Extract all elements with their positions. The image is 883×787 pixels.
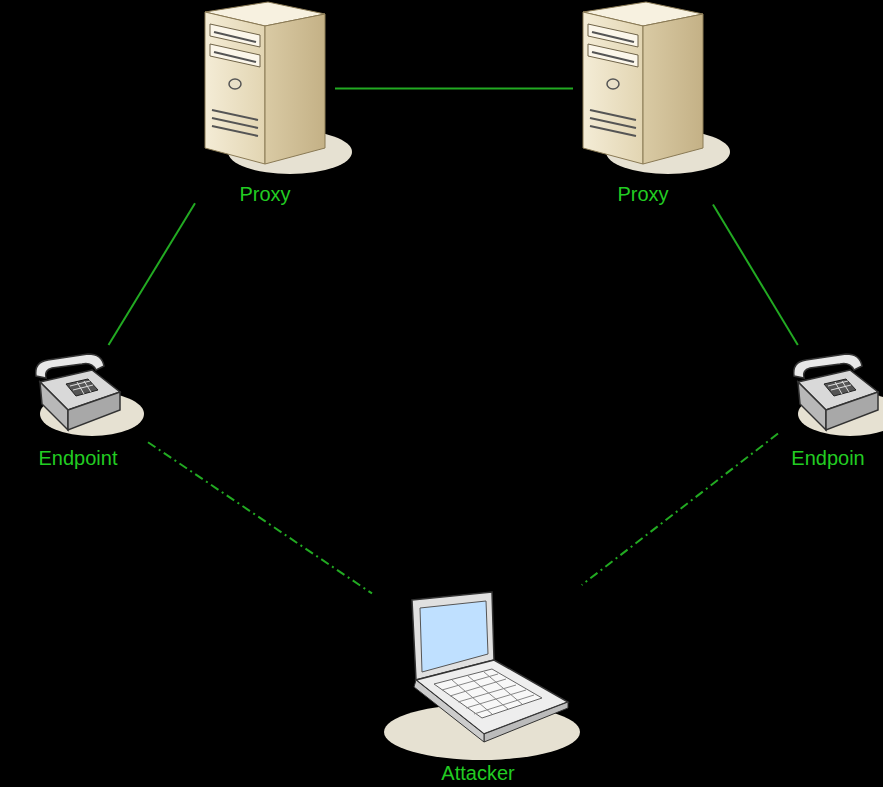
device-label: Endpoint [38, 446, 119, 470]
phone-icon [36, 354, 144, 436]
server-icon [205, 2, 352, 174]
network-link [335, 88, 573, 89]
network-link [109, 203, 195, 345]
device-node: Endpoint [8, 345, 148, 470]
device-node: Proxy [195, 0, 335, 206]
network-link [713, 205, 798, 345]
server-icon [583, 2, 730, 174]
device-label: Proxy [238, 182, 291, 206]
device-label: Attacker [440, 761, 515, 785]
device-node: Endpoin [778, 345, 878, 470]
phone-icon [794, 354, 883, 436]
device-label: Endpoin [790, 446, 865, 470]
device-node: Proxy [573, 0, 713, 206]
laptop-icon [384, 592, 580, 760]
device-label: Proxy [616, 182, 669, 206]
network-link [582, 434, 778, 585]
network-link [148, 442, 372, 593]
device-node: Attacker [372, 585, 584, 785]
